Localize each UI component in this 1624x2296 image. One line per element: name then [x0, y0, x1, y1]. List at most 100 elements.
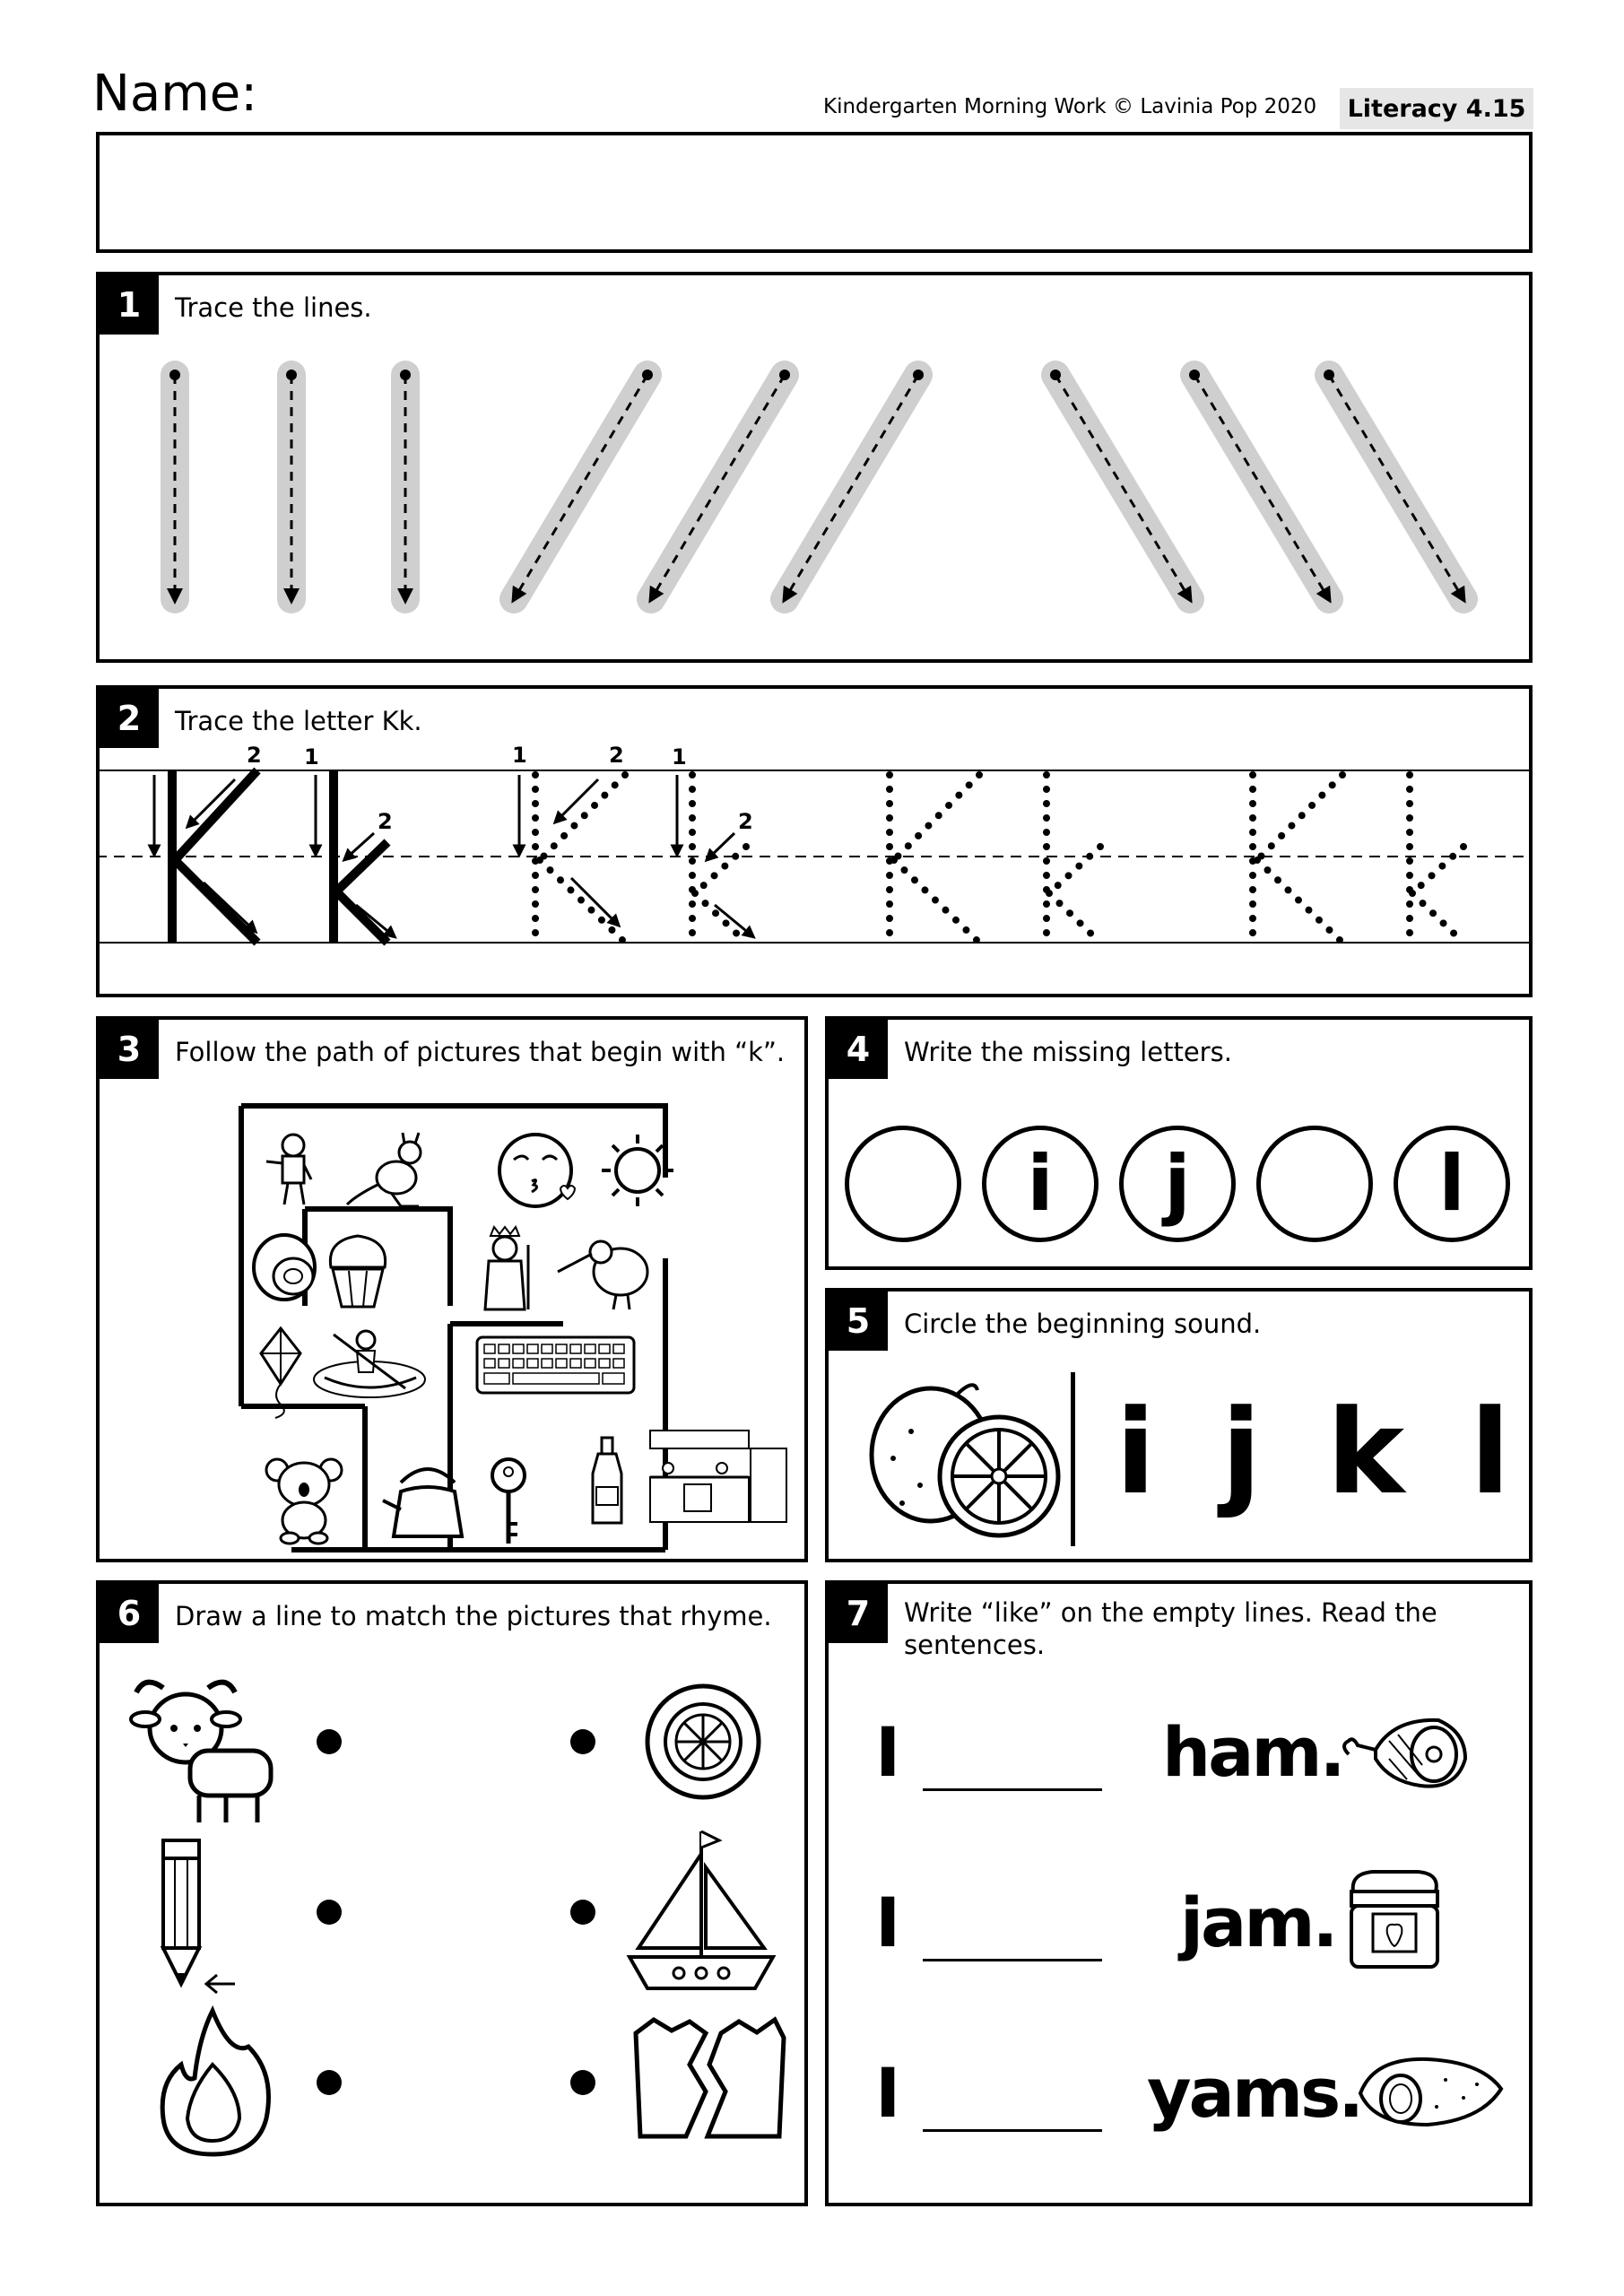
section-number: 7 [829, 1584, 888, 1643]
write-line[interactable] [923, 2129, 1102, 2132]
trace-line[interactable] [1315, 361, 1478, 613]
match-dot-left[interactable] [317, 2070, 342, 2095]
match-dot-right[interactable] [570, 1729, 595, 1754]
stroke-number: 1 [304, 744, 319, 770]
choice-i[interactable]: i [1116, 1384, 1156, 1520]
letter-circle-blank[interactable] [1256, 1126, 1373, 1242]
match-dot-left[interactable] [317, 1729, 342, 1754]
trace-line[interactable] [1180, 361, 1343, 613]
kite-icon [259, 1326, 302, 1419]
section-5-beginning-sound: 5 Circle the beginning sound. i j k l [825, 1288, 1533, 1562]
section-instruction: Draw a line to match the pictures that r… [175, 1601, 772, 1631]
choice-l[interactable]: l [1470, 1384, 1510, 1520]
kettle-icon [382, 1467, 465, 1538]
stroke-number: 2 [738, 809, 753, 834]
letter-circle-j: j [1119, 1126, 1236, 1242]
ham-icon [1342, 1718, 1468, 1788]
cupcake-icon [328, 1234, 387, 1309]
sun-icon [602, 1135, 673, 1206]
dotted-uppercase-k[interactable] [1249, 771, 1346, 946]
letter-circle-blank[interactable] [845, 1126, 961, 1242]
tracing-lines[interactable] [96, 272, 1533, 663]
kitchen-icon [649, 1430, 787, 1523]
trace-line[interactable] [277, 361, 306, 613]
section-instruction: Write the missing letters. [904, 1037, 1232, 1067]
divider [1071, 1372, 1075, 1546]
section-instruction-line1: Write “like” on the empty lines. Read th… [904, 1597, 1437, 1628]
level-badge: Literacy 4.15 [1340, 88, 1533, 129]
trace-line[interactable] [637, 361, 799, 613]
yam-icon [1358, 2057, 1504, 2127]
fire-icon [160, 2005, 271, 2157]
pencil-icon [160, 1839, 235, 1995]
match-dot-right[interactable] [570, 1900, 595, 1925]
torn-paper-icon [633, 2016, 786, 2139]
trace-line[interactable] [499, 361, 662, 613]
dotted-uppercase-k-guided[interactable] [532, 771, 629, 946]
jam-jar-icon [1350, 1870, 1439, 1969]
trace-line[interactable] [1041, 361, 1204, 613]
section-1-trace-lines: 1 Trace the lines. [96, 272, 1533, 663]
dotted-lowercase-k[interactable] [1406, 771, 1467, 946]
choice-j[interactable]: j [1220, 1384, 1262, 1520]
stroke-number: 2 [378, 809, 393, 834]
section-number: 3 [100, 1020, 159, 1079]
stroke-number: 1 [512, 743, 527, 768]
rhyme-match-area[interactable] [96, 1580, 808, 2206]
keyboard-icon [475, 1335, 636, 1395]
section-instruction-line2: sentences. [904, 1630, 1046, 1660]
stroke-number: 2 [609, 743, 624, 768]
key-icon [491, 1457, 526, 1544]
section-number: 2 [100, 689, 159, 748]
lemon-icon [869, 1383, 1061, 1538]
letter-circle-l: l [1394, 1126, 1510, 1242]
name-field[interactable] [96, 132, 1533, 253]
write-line[interactable] [923, 1959, 1102, 1961]
kayak-icon [313, 1329, 426, 1398]
handwriting-lines[interactable]: 2 1 2 1 2 1 2 [96, 685, 1533, 997]
section-2-trace-kk: 2 Trace the letter Kk. [96, 685, 1533, 997]
trace-line[interactable] [161, 361, 189, 613]
trace-line[interactable] [770, 361, 933, 613]
section-instruction: Circle the beginning sound. [904, 1309, 1262, 1339]
choice-k[interactable]: k [1326, 1384, 1405, 1520]
section-number: 4 [829, 1020, 888, 1079]
section-6-rhyme-match: 6 Draw a line to match the pictures that… [96, 1580, 808, 2206]
kangaroo-icon [345, 1132, 422, 1208]
letter-l: l [1438, 1139, 1465, 1229]
sound-choices: i j k l [1116, 1385, 1510, 1519]
kiss-face-icon [498, 1133, 577, 1208]
boat-icon [626, 1830, 777, 1990]
dotted-lowercase-k-guided[interactable] [689, 771, 750, 946]
kiwi-bird-icon [557, 1239, 649, 1310]
letter-circle-row: i j l [845, 1126, 1517, 1251]
goat-icon [129, 1679, 274, 1822]
write-line[interactable] [923, 1788, 1102, 1791]
model-uppercase-k [147, 767, 261, 946]
sentence-word: yams. [1147, 2053, 1364, 2133]
name-label: Name: [92, 65, 258, 123]
sentence-start: I [875, 2053, 901, 2133]
match-dot-left[interactable] [317, 1900, 342, 1925]
section-3-k-path-maze: 3 Follow the path of pictures that begin… [96, 1016, 808, 1562]
king-icon [483, 1224, 530, 1311]
letter-circle-i: i [982, 1126, 1099, 1242]
trace-line[interactable] [391, 361, 420, 613]
sentence-word: jam. [1180, 1883, 1338, 1962]
kiwi-fruit-icon [252, 1233, 317, 1301]
section-instruction: Trace the letter Kk. [175, 706, 422, 736]
credit-text: Kindergarten Morning Work © Lavinia Pop … [823, 95, 1317, 118]
dotted-uppercase-k[interactable] [886, 771, 983, 946]
section-7-write-like: 7 Write “like” on the empty lines. Read … [825, 1580, 1533, 2206]
sentence-start: I [875, 1712, 901, 1792]
sentence-start: I [875, 1883, 901, 1962]
level-badge-text: Literacy 4.15 [1347, 94, 1526, 123]
letter-i: i [1027, 1139, 1054, 1229]
section-number: 5 [829, 1292, 888, 1351]
match-dot-right[interactable] [570, 2070, 595, 2095]
dotted-lowercase-k[interactable] [1043, 771, 1104, 946]
ketchup-icon [591, 1436, 623, 1525]
section-instruction: Follow the path of pictures that begin w… [175, 1037, 786, 1067]
section-4-missing-letters: 4 Write the missing letters. i j l [825, 1016, 1533, 1270]
maze[interactable] [96, 1016, 808, 1562]
